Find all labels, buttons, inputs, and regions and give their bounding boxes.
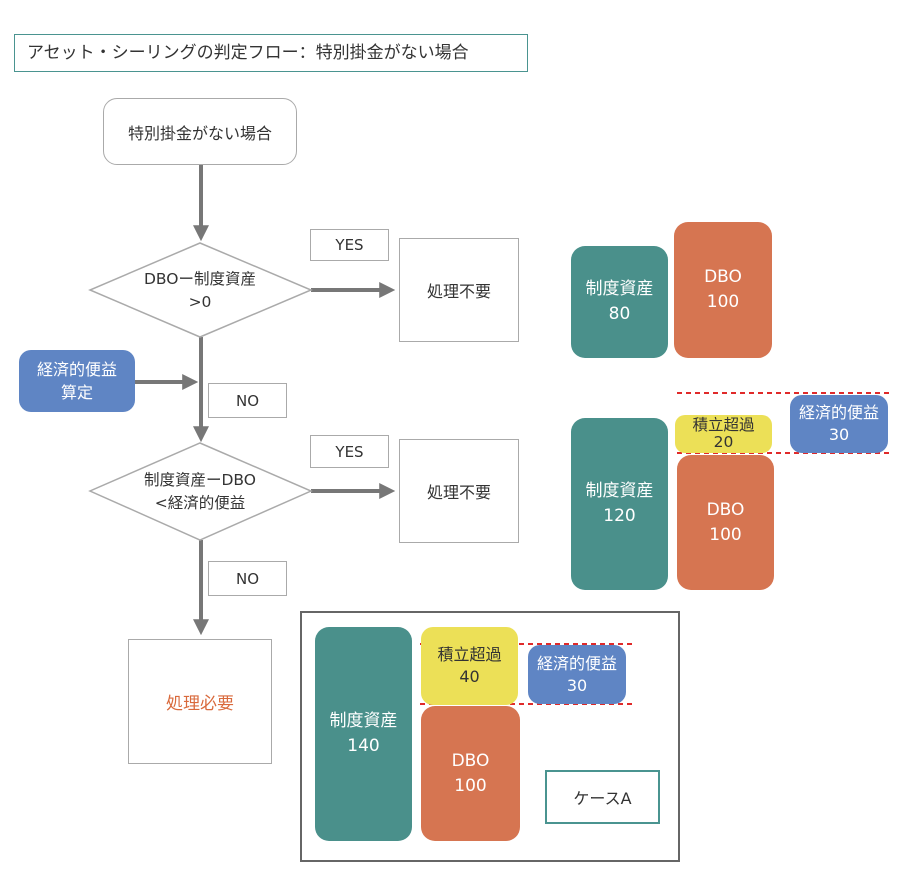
d3-plan-assets-value: 140 <box>347 736 380 756</box>
d2-plan-assets-block: 制度資産 120 <box>571 418 668 590</box>
diagram-title: アセット・シーリングの判定フロー：特別掛金がない場合 <box>14 34 528 72</box>
no-action-label-1: 処理不要 <box>426 282 491 301</box>
start-node-label: 特別掛金がない場合 <box>127 123 272 143</box>
decision2-text: 制度資産ーDBO <経済的便益 <box>120 467 280 517</box>
d1-dbo-label: DBO <box>704 267 742 287</box>
d3-surplus-block: 積立超過 40 <box>421 627 518 705</box>
decision2-line2: <経済的便益 <box>154 494 246 512</box>
d1-plan-assets-value: 80 <box>608 304 631 324</box>
d1-dbo-value: 100 <box>706 292 740 312</box>
d3-dbo-block: DBO 100 <box>421 706 520 841</box>
yes-label-1: YES <box>310 229 389 261</box>
decision2-line1: 制度資産ーDBO <box>144 471 256 489</box>
case-a-frame <box>300 611 680 862</box>
no-label-1: NO <box>208 383 287 418</box>
decision1-line1: DBOー制度資産 <box>144 270 256 288</box>
no-label-2: NO <box>208 561 287 596</box>
d2-plan-assets-value: 120 <box>603 506 636 526</box>
start-node: 特別掛金がない場合 <box>103 98 297 165</box>
d2-surplus-value: 20 <box>713 433 734 451</box>
d3-dbo-label: DBO <box>451 750 490 771</box>
action-required-label: 処理必要 <box>166 694 234 714</box>
d1-plan-assets-block: 制度資産 80 <box>571 246 668 358</box>
d2-plan-assets-label: 制度資産 <box>585 481 654 501</box>
d2-economic-benefit-block: 経済的便益 30 <box>790 395 888 453</box>
d3-surplus-value: 40 <box>459 667 480 686</box>
economic-benefit-calc-line1: 経済的便益 <box>36 360 117 379</box>
d2-surplus-label: 積立超過 <box>692 416 755 434</box>
d2-dbo-label: DBO <box>706 499 745 520</box>
action-required-box: 処理必要 <box>128 639 272 764</box>
d3-economic-benefit-block: 経済的便益 30 <box>528 645 626 704</box>
d2-economic-benefit-label: 経済的便益 <box>798 403 879 422</box>
case-a-label: ケースA <box>545 770 660 824</box>
d3-economic-benefit-value: 30 <box>566 675 588 695</box>
d2-economic-benefit-value: 30 <box>828 425 850 444</box>
economic-benefit-calc-node: 経済的便益 算定 <box>19 350 135 412</box>
d2-dbo-value: 100 <box>709 524 742 545</box>
economic-benefit-calc-line2: 算定 <box>60 383 93 402</box>
d3-economic-benefit-label: 経済的便益 <box>536 653 617 673</box>
decision1-line2: >0 <box>188 293 212 311</box>
no-action-box-2: 処理不要 <box>399 439 519 543</box>
decision2-diamond <box>88 442 313 541</box>
no-action-label-2: 処理不要 <box>426 483 491 502</box>
d3-surplus-label: 積立超過 <box>437 645 502 664</box>
d3-plan-assets-label: 制度資産 <box>329 711 398 731</box>
d3-plan-assets-block: 制度資産 140 <box>315 627 412 841</box>
d2-surplus-block: 積立超過 20 <box>675 415 772 453</box>
yes-label-2: YES <box>310 435 389 468</box>
d1-plan-assets-label: 制度資産 <box>585 279 654 299</box>
no-action-box-1: 処理不要 <box>399 238 519 342</box>
decision1-text: DBOー制度資産 >0 <box>120 266 280 316</box>
decision1-diamond <box>88 242 313 338</box>
d2-dbo-block: DBO 100 <box>677 455 774 590</box>
d3-dbo-value: 100 <box>454 775 487 796</box>
d1-dbo-block: DBO 100 <box>674 222 772 358</box>
